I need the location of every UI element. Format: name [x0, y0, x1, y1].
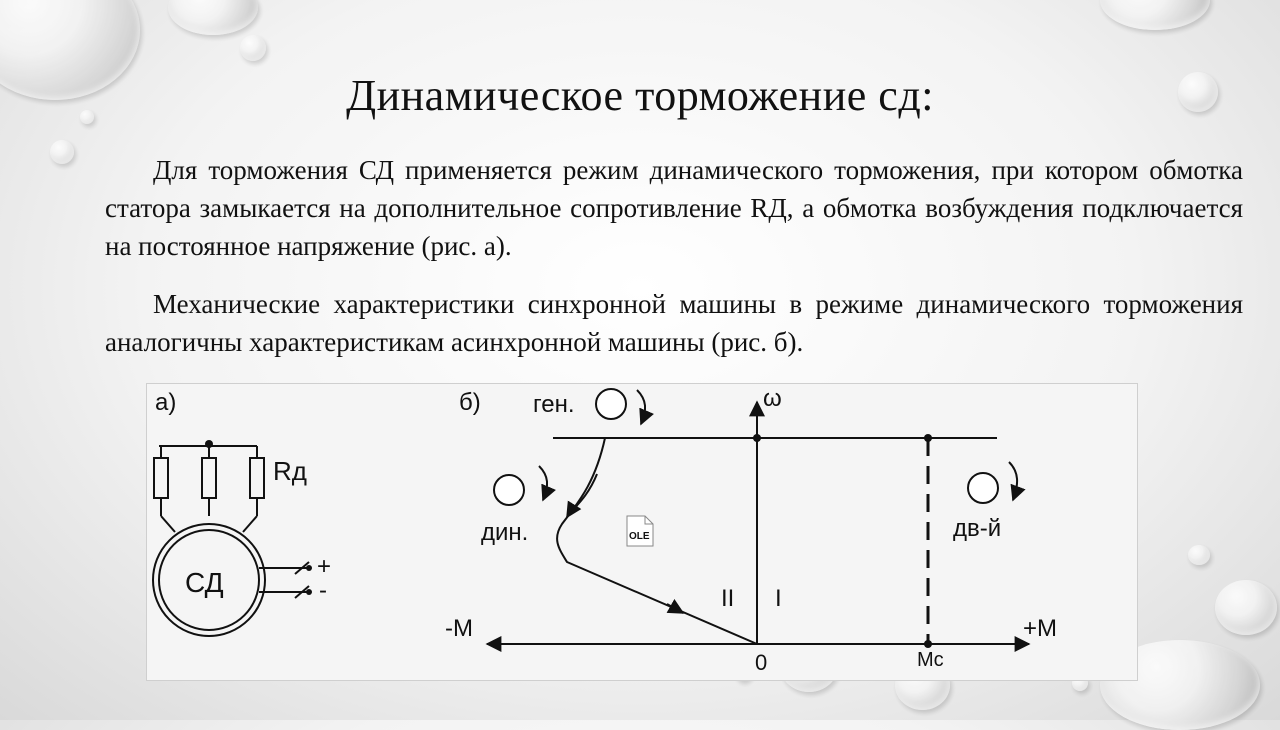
ole-icon-text: OLE — [629, 531, 650, 542]
slide-title: Динамическое торможение сд: — [346, 71, 934, 120]
resistor-2 — [201, 457, 217, 499]
mc-point — [924, 640, 932, 648]
x-axis-negative-label: -M — [445, 615, 473, 642]
motor-inner-circle — [158, 529, 260, 631]
gen-label: ген. — [533, 391, 575, 418]
water-drop-decoration — [1100, 0, 1210, 30]
water-drop-decoration — [1215, 580, 1277, 635]
water-drop-decoration — [1188, 545, 1210, 565]
quadrant-2-label: II — [721, 585, 734, 612]
plus-label: + — [317, 553, 331, 580]
paragraph-2: Механические характеристики синхронной м… — [105, 285, 1243, 361]
mc-label: Mc — [917, 649, 944, 671]
water-drop-decoration — [80, 110, 94, 124]
quadrant-1-label: I — [775, 585, 782, 612]
dv-rotation-circle — [967, 472, 999, 504]
machine-label: СД — [185, 567, 224, 598]
water-drop-decoration — [1178, 72, 1218, 112]
terminal-minus — [306, 589, 312, 595]
resistor-1 — [153, 457, 169, 499]
dv-rotation-arrow — [1008, 461, 1026, 502]
figure-panel: а) Rд СД — [146, 383, 1138, 681]
ole-object-icon[interactable]: OLE — [626, 515, 654, 547]
paragraph-1: Для торможения СД применяется режим дина… — [105, 151, 1243, 265]
water-drop-decoration — [240, 35, 266, 61]
water-drop-decoration — [50, 140, 74, 164]
circuit-diagram — [152, 440, 310, 637]
din-label: дин. — [481, 519, 528, 546]
y-axis-label: ω — [763, 385, 782, 412]
motor-outer-circle — [152, 523, 266, 637]
resistor-3 — [249, 457, 265, 499]
transition-arrow — [566, 473, 598, 519]
din-rotation-circle — [493, 474, 525, 506]
figure-drawing: а) Rд СД — [152, 385, 1057, 675]
paragraph-1-text: Для торможения СД применяется режим дина… — [105, 155, 1243, 261]
origin-label: 0 — [755, 650, 767, 675]
din-rotation-arrow — [538, 465, 557, 502]
mc-top-point — [924, 434, 932, 442]
water-drop-decoration — [168, 0, 258, 35]
dv-label: дв-й — [953, 515, 1001, 542]
figure-b-label: б) — [459, 389, 481, 416]
omega0-point — [753, 434, 761, 442]
x-axis-positive-label: +M — [1023, 615, 1057, 642]
terminal-plus — [306, 565, 312, 571]
curve-direction-arrow — [666, 598, 685, 614]
gen-rotation-arrow — [636, 389, 655, 426]
gen-rotation-circle — [595, 388, 627, 420]
minus-label: - — [319, 577, 327, 604]
dynamic-braking-curve — [556, 437, 758, 645]
resistor-label: Rд — [273, 456, 307, 486]
paragraph-2-text: Механические характеристики синхронной м… — [105, 289, 1243, 357]
axes — [485, 400, 1031, 652]
figure-a-label: а) — [155, 389, 176, 416]
